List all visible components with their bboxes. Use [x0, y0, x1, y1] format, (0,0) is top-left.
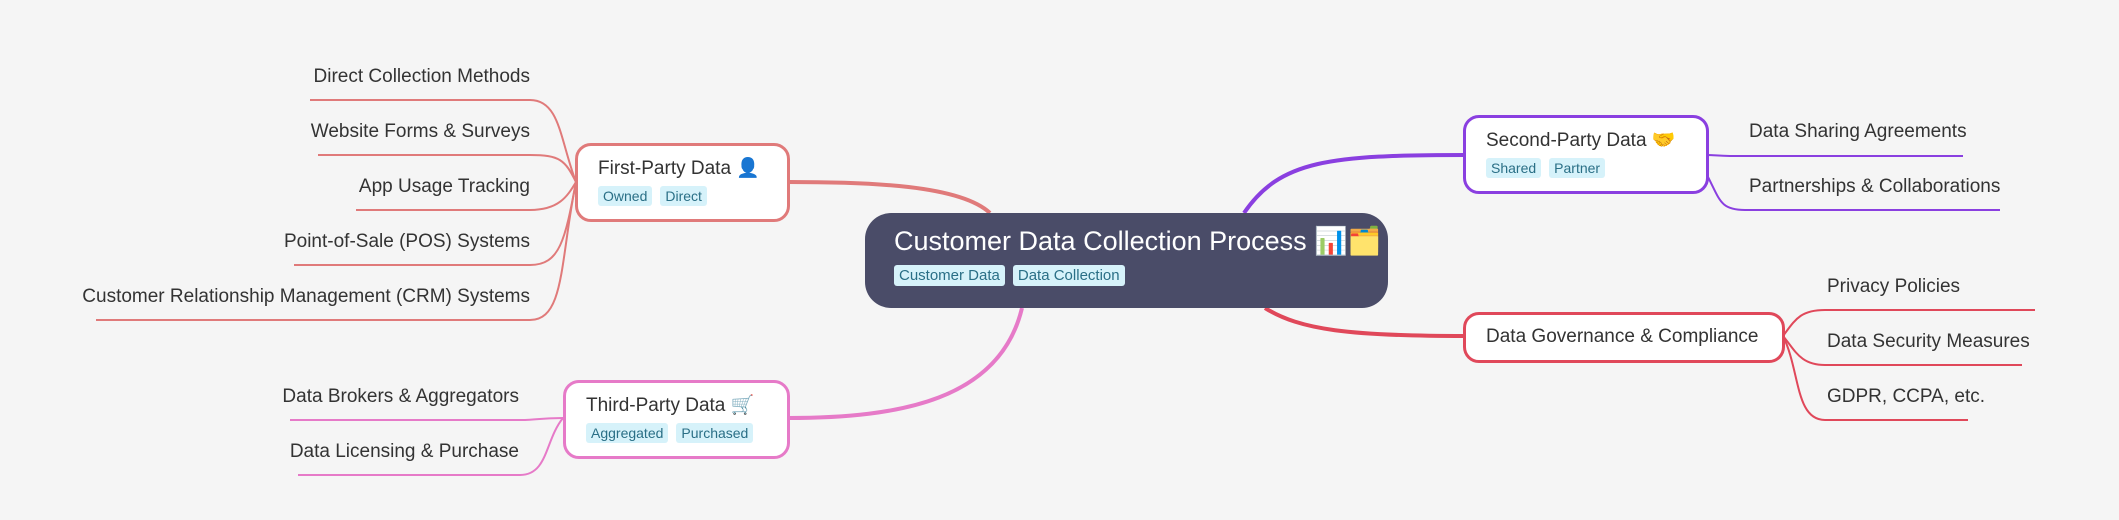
edge-root-first-party: [787, 180, 992, 215]
tag-direct: Direct: [660, 186, 707, 206]
tag-purchased: Purchased: [676, 423, 754, 443]
edge-root-governance: [1263, 306, 1466, 338]
leaf-data-brokers[interactable]: Data Brokers & Aggregators: [282, 386, 519, 407]
tag-aggregated: Aggregated: [586, 423, 669, 443]
third-party-label: Third-Party Data 🛒: [586, 395, 755, 416]
root-tag-data-collection: Data Collection: [1012, 265, 1125, 286]
first-party-node[interactable]: First-Party Data 👤 Owned Direct: [575, 143, 790, 222]
second-party-node[interactable]: Second-Party Data 🤝 Shared Partner: [1463, 115, 1709, 194]
leaf-data-sharing-agreements[interactable]: Data Sharing Agreements: [1749, 121, 1967, 142]
leaf-gdpr-ccpa[interactable]: GDPR, CCPA, etc.: [1827, 386, 1986, 407]
leaf-direct-collection-methods[interactable]: Direct Collection Methods: [313, 66, 530, 87]
leaf-data-security[interactable]: Data Security Measures: [1827, 331, 2030, 352]
root-tag-customer-data: Customer Data: [894, 265, 1005, 286]
governance-node[interactable]: Data Governance & Compliance: [1463, 312, 1785, 363]
first-party-tags: Owned Direct: [598, 186, 767, 206]
edge-root-second-party: [1242, 153, 1466, 215]
third-party-tags: Aggregated Purchased: [586, 423, 767, 443]
root-tags: Customer Data Data Collection: [894, 265, 1359, 286]
second-party-leaf-edges: [1706, 154, 2000, 211]
root-node[interactable]: Customer Data Collection Process 📊🗂️ Cus…: [865, 213, 1388, 308]
leaf-data-licensing[interactable]: Data Licensing & Purchase: [289, 441, 519, 462]
first-party-label: First-Party Data 👤: [598, 158, 760, 179]
first-party-leaf-edges: [96, 99, 577, 321]
tag-owned: Owned: [598, 186, 653, 206]
second-party-tags: Shared Partner: [1486, 158, 1686, 178]
third-party-leaf-edges: [290, 417, 564, 476]
tag-shared: Shared: [1486, 158, 1542, 178]
leaf-crm-systems[interactable]: Customer Relationship Management (CRM) S…: [82, 286, 530, 307]
governance-label: Data Governance & Compliance: [1486, 326, 1759, 347]
leaf-privacy-policies[interactable]: Privacy Policies: [1827, 276, 1961, 297]
leaf-pos-systems[interactable]: Point-of-Sale (POS) Systems: [283, 231, 530, 252]
root-title: Customer Data Collection Process 📊🗂️: [894, 226, 1382, 256]
leaf-website-forms-surveys[interactable]: Website Forms & Surveys: [310, 121, 530, 142]
second-party-label: Second-Party Data 🤝: [1486, 130, 1676, 151]
edge-root-third-party: [787, 307, 1024, 420]
governance-leaf-edges: [1782, 309, 2035, 421]
leaf-partnerships[interactable]: Partnerships & Collaborations: [1749, 176, 2001, 197]
third-party-node[interactable]: Third-Party Data 🛒 Aggregated Purchased: [563, 380, 790, 459]
tag-partner: Partner: [1549, 158, 1606, 178]
leaf-app-usage-tracking[interactable]: App Usage Tracking: [358, 176, 530, 197]
